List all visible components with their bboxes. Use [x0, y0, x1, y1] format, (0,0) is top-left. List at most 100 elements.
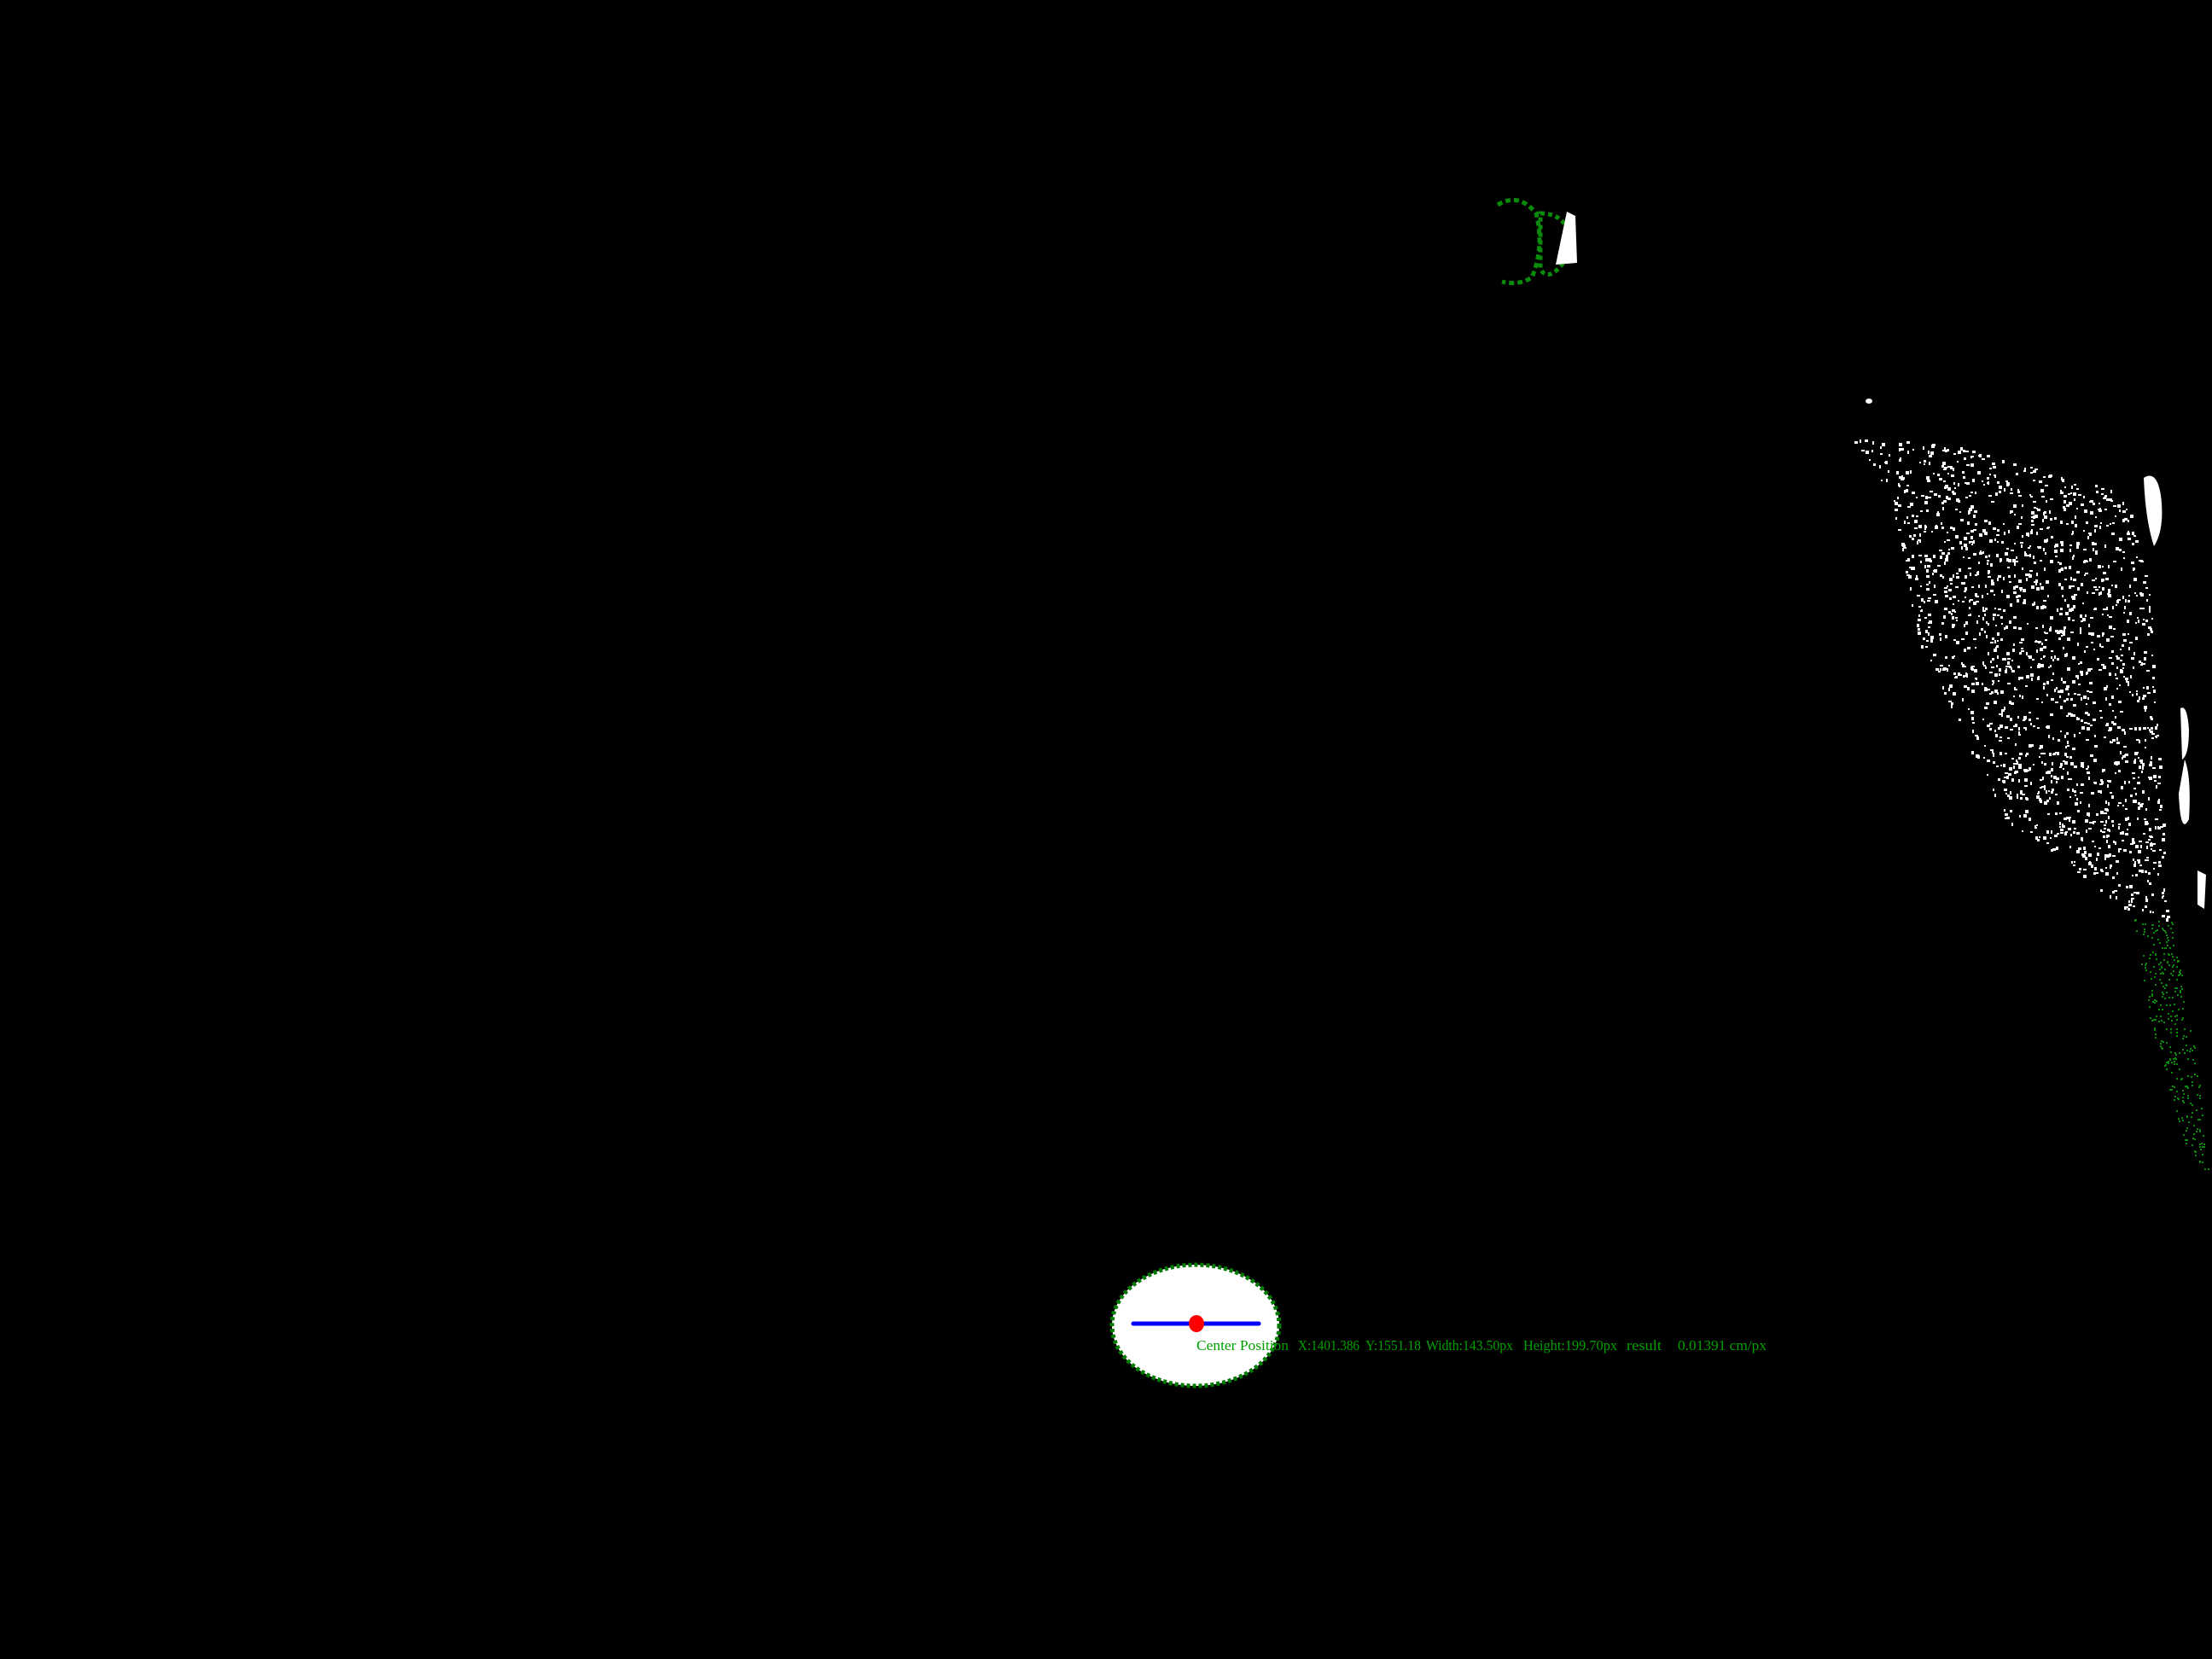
speckle	[1944, 587, 1947, 589]
speckle	[2031, 511, 2034, 515]
speckle	[2112, 710, 2114, 712]
speckle	[2137, 700, 2139, 702]
speckle	[2172, 966, 2174, 968]
speckle	[1959, 719, 1961, 721]
speckle	[2083, 869, 2087, 870]
speckle	[2045, 552, 2046, 555]
speckle	[1990, 642, 1994, 643]
speckle	[2158, 925, 2160, 927]
speckle	[2040, 787, 2042, 789]
speckle	[1983, 757, 1985, 759]
speckle	[2138, 620, 2139, 623]
speckle	[1993, 527, 1996, 530]
speckle	[1928, 626, 1930, 628]
speckle	[2093, 548, 2094, 551]
speckle	[2104, 858, 2106, 860]
speckle	[2015, 771, 2018, 773]
speckle	[2011, 702, 2014, 705]
speckle	[2030, 782, 2032, 785]
speckle	[2125, 678, 2128, 680]
speckle	[2106, 607, 2108, 610]
speckle	[1998, 575, 2001, 578]
speckle	[2161, 982, 2163, 984]
speckle	[2095, 578, 2097, 579]
speckle	[2042, 519, 2044, 522]
speckle	[1994, 794, 1996, 797]
speckle	[2128, 904, 2132, 906]
speckle	[2052, 737, 2054, 740]
speckle	[2127, 906, 2128, 908]
speckle	[2016, 473, 2018, 475]
speckle	[2038, 791, 2040, 794]
speckle	[2093, 543, 2097, 545]
speckle	[2152, 952, 2154, 953]
speckle	[2005, 813, 2008, 816]
speckle	[1963, 675, 1965, 678]
speckle	[1882, 443, 1885, 446]
speckle	[2145, 896, 2147, 899]
speckle	[2192, 1144, 2193, 1146]
speckle	[2163, 824, 2166, 827]
speckle	[1989, 468, 1992, 469]
speckle	[2055, 630, 2058, 632]
speckle	[2046, 771, 2047, 774]
speckle	[2177, 994, 2179, 996]
speckle	[2095, 550, 2098, 554]
speckle	[2176, 1078, 2178, 1080]
speckle	[2105, 725, 2109, 726]
speckle	[1993, 789, 1994, 791]
speckle	[1944, 562, 1946, 565]
speckle	[2007, 567, 2010, 568]
speckle	[2035, 827, 2037, 829]
speckle	[2172, 975, 2174, 976]
speckle	[2134, 727, 2137, 731]
speckle	[2120, 751, 2122, 754]
speckle	[2024, 468, 2026, 470]
speckle	[2069, 585, 2071, 589]
speckle	[2023, 470, 2026, 472]
speckle	[2086, 672, 2087, 675]
speckle	[2056, 847, 2058, 850]
speckle	[2187, 1095, 2189, 1097]
speckle	[2163, 1022, 2165, 1023]
speckle	[2208, 1168, 2209, 1170]
speckle	[1929, 462, 1930, 465]
speckle	[1968, 614, 1970, 616]
speckle	[2010, 729, 2013, 731]
speckle	[1959, 674, 1962, 676]
speckle	[2172, 997, 2174, 998]
speckle	[1927, 565, 1930, 568]
speckle	[2037, 677, 2040, 680]
speckle	[2133, 569, 2134, 571]
speckle	[2181, 975, 2183, 976]
speckle	[1920, 610, 1922, 612]
speckle	[1957, 461, 1959, 463]
speckle	[1965, 673, 1968, 677]
speckle	[1928, 497, 1931, 498]
speckle	[2104, 497, 2106, 498]
center-y-value: Y:1551.18	[1365, 1337, 1421, 1353]
speckle	[2124, 906, 2127, 910]
speckle	[2180, 992, 2181, 993]
speckle	[2187, 1097, 2189, 1099]
speckle	[2081, 583, 2083, 586]
speckle	[2202, 1161, 2203, 1163]
speckle	[2141, 662, 2143, 664]
speckle	[1971, 751, 1974, 754]
speckle	[2061, 678, 2063, 681]
speckle	[2115, 515, 2116, 517]
speckle	[2182, 1120, 2184, 1121]
speckle	[1988, 576, 1991, 578]
speckle	[2083, 847, 2086, 850]
speckle	[2160, 1016, 2162, 1017]
speckle	[2178, 1009, 2180, 1010]
speckle	[2158, 963, 2160, 965]
speckle	[1991, 582, 1994, 585]
speckle	[2043, 836, 2046, 840]
speckle	[2176, 1032, 2178, 1033]
speckle	[2029, 767, 2031, 771]
speckle	[1924, 531, 1926, 533]
speckle	[2110, 490, 2112, 493]
speckle	[2163, 888, 2165, 892]
speckle	[2183, 1134, 2185, 1136]
